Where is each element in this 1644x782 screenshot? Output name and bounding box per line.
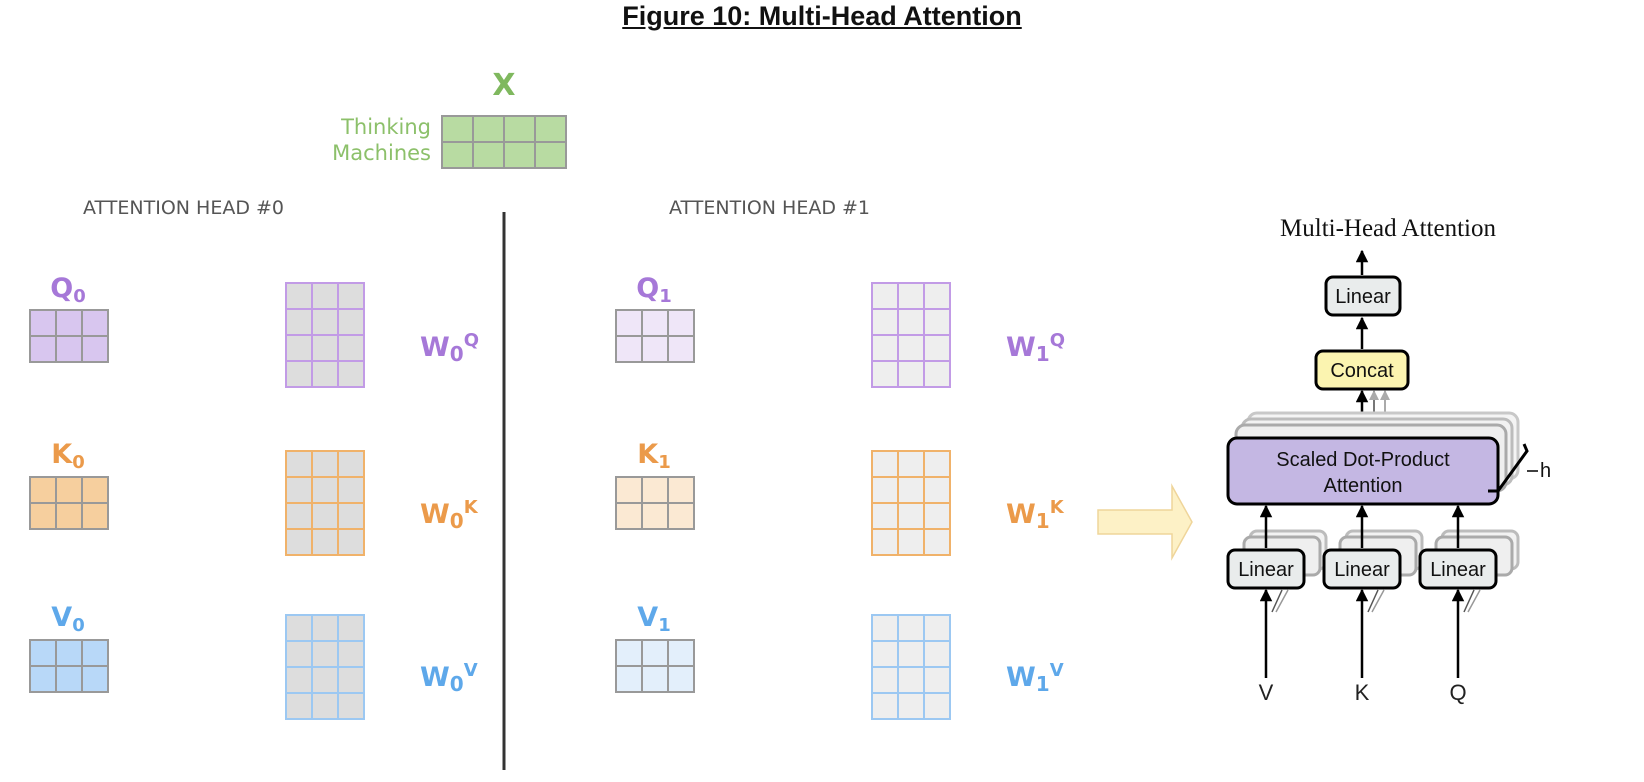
head-1-wq-matrix xyxy=(871,282,951,388)
head-0-v-matrix xyxy=(29,639,109,693)
head-1-k-matrix xyxy=(615,476,695,530)
head-1-wk-label: W1K xyxy=(1006,497,1065,533)
mha-linear-top-box xyxy=(1324,275,1402,317)
mha-linear-q: Linear xyxy=(1418,504,1520,678)
head-1-wk-matrix xyxy=(871,450,951,556)
head-0-v-label: V0 xyxy=(51,602,84,636)
head-1-label: ATTENTION HEAD #1 xyxy=(669,197,870,219)
head-1-wv-matrix xyxy=(871,614,951,720)
head-0-wq-label: W0Q xyxy=(420,330,479,366)
right-arrow-icon xyxy=(1097,483,1193,561)
mha-sdpa-box xyxy=(1226,436,1500,506)
mha-linear-q-label: Linear xyxy=(1430,559,1486,581)
head-0-k-matrix xyxy=(29,476,109,530)
head-1-k-label: K1 xyxy=(637,439,670,473)
mha-input-v: V xyxy=(1259,680,1274,705)
mha-linear-k: Linear xyxy=(1322,504,1424,678)
head-0-q-label: Q0 xyxy=(50,273,85,307)
head-1-wv-label: W1V xyxy=(1006,660,1064,696)
figure-title: Figure 10: Multi-Head Attention xyxy=(622,1,1022,31)
head-0-wv-label: W0V xyxy=(420,660,478,696)
head-0-label: ATTENTION HEAD #0 xyxy=(83,197,284,219)
mha-h-bracket xyxy=(1488,443,1529,493)
head-1-wq-label: W1Q xyxy=(1006,330,1065,366)
mha-linear-k-label: Linear xyxy=(1334,559,1390,581)
mha-h-label: h xyxy=(1540,460,1551,482)
mha-sdpa-line1: Scaled Dot-Product xyxy=(1276,449,1450,471)
input-word-thinking: Thinking xyxy=(340,115,431,139)
head-0: Q0 W0Q K0 W0K V0 W0V xyxy=(29,273,479,720)
head-0-wq-matrix xyxy=(285,282,365,388)
mha-linear-top-label: Linear xyxy=(1335,286,1391,308)
head-1-q-label: Q1 xyxy=(636,273,671,307)
mha-concat-box xyxy=(1314,349,1410,391)
input-word-machines: Machines xyxy=(332,141,431,165)
head-0-k-label: K0 xyxy=(51,439,84,473)
head-0-wk-matrix xyxy=(285,450,365,556)
input-x-symbol: X xyxy=(492,68,515,103)
head-0-wv-matrix xyxy=(285,614,365,720)
head-1-v-matrix xyxy=(615,639,695,693)
input-x-group: X Thinking Machines xyxy=(332,68,567,169)
head-0-wk-label: W0K xyxy=(420,497,479,533)
mha-linear-v-label: Linear xyxy=(1238,559,1294,581)
input-x-matrix xyxy=(441,115,567,169)
mha-input-k: K xyxy=(1355,680,1370,705)
mha-concat-label: Concat xyxy=(1330,360,1394,382)
head-0-q-matrix xyxy=(29,309,109,363)
mha-linear-v: Linear xyxy=(1226,504,1328,678)
head-1-q-matrix xyxy=(615,309,695,363)
head-1: Q1 W1Q K1 W1K V1 W1V xyxy=(615,273,1065,720)
mha-block: Multi-Head Attention Linear Concat Scale… xyxy=(1226,215,1551,705)
head-1-v-label: V1 xyxy=(637,602,670,636)
mha-input-q: Q xyxy=(1449,680,1466,705)
mha-title: Multi-Head Attention xyxy=(1280,215,1496,242)
mha-sdpa-line2: Attention xyxy=(1324,475,1403,497)
